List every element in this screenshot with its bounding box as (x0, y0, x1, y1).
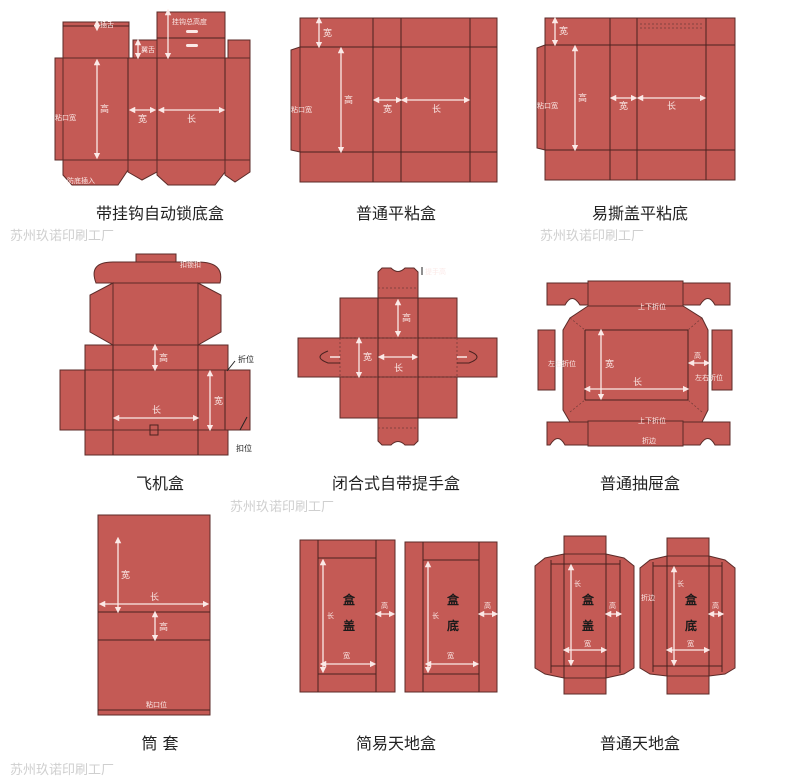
label-glue: 粘口位 (146, 700, 167, 709)
caption-hanger-auto-lock-box: 带挂钩自动锁底盒 (96, 204, 224, 223)
label-glue: 粘口宽 (537, 101, 558, 110)
base-label-height: 高 (712, 601, 719, 610)
lid-label-width: 宽 (584, 639, 591, 648)
label-height: 高 (344, 94, 353, 106)
caption-handle-box: 闭合式自带提手盒 (332, 474, 460, 493)
label-length: 长 (633, 376, 642, 388)
diagram-sleeve: 宽 长 高 粘口位 (97, 514, 211, 716)
label-bottom-insert: 防底插入 (67, 176, 95, 185)
label-buckle: 扣位 (236, 443, 252, 453)
label-handle-height: 提手高 (425, 267, 446, 276)
label-height: 高 (159, 621, 168, 633)
base-title-2: 底 (447, 618, 459, 633)
watermark-layer: 苏州玖诺印刷工厂 苏州玖诺印刷工厂 苏州玖诺印刷工厂 苏州玖诺印刷工厂 (10, 228, 644, 778)
label-length: 长 (667, 100, 676, 112)
watermark: 苏州玖诺印刷工厂 (230, 499, 334, 515)
caption-standard-lid-base-box: 普通天地盒 (600, 734, 680, 753)
lid-label-height: 高 (609, 601, 616, 610)
label-width: 宽 (619, 100, 628, 112)
label-length: 长 (432, 103, 441, 115)
diagram-drawer-box: 上下折位 左右折位 左右折位 宽 长 高 上下折位 折边 (537, 280, 733, 447)
label-width: 宽 (138, 113, 147, 125)
watermark: 苏州玖诺印刷工厂 (10, 762, 114, 778)
label-fold-bottom: 上下折位 (638, 416, 666, 425)
lid-label-height: 高 (381, 601, 388, 610)
caption-standard-glued-box: 普通平粘盒 (356, 204, 436, 223)
base-title-2: 底 (685, 618, 697, 633)
caption-sleeve: 筒 套 (141, 734, 178, 753)
lid-title-2: 盖 (343, 618, 355, 633)
diagram-handle-box: 提手高 高 宽 长 (297, 267, 498, 446)
caption-mailer-box: 飞机盒 (136, 474, 184, 493)
label-width: 宽 (383, 103, 392, 115)
diagram-mailer-box: 扣锁扣 高 宽 长 折位 扣位 (59, 253, 254, 456)
label-height: 高 (694, 351, 701, 360)
label-height: 高 (100, 103, 109, 115)
base-title-1: 盒 (446, 592, 460, 607)
label-width: 宽 (363, 351, 372, 363)
label-wing: 翼舌 (141, 45, 155, 54)
label-length: 长 (187, 113, 196, 125)
watermark: 苏州玖诺印刷工厂 (540, 228, 644, 244)
label-fold: 折位 (238, 354, 254, 364)
lid-label-length: 长 (327, 611, 334, 620)
label-height: 高 (159, 352, 168, 364)
label-tuck: 插舌 (100, 20, 114, 29)
label-width-top: 宽 (323, 27, 332, 39)
label-height: 高 (578, 92, 587, 104)
label-hem: 折边 (642, 436, 656, 445)
label-glue: 粘口宽 (291, 105, 312, 114)
diagram-simple-lid-base-box: 盒 盖 长 宽 高 盒 底 长 宽 高 (299, 539, 499, 693)
label-length: 长 (394, 362, 403, 374)
caption-drawer-box: 普通抽屉盒 (600, 474, 680, 493)
base-title-1: 盒 (684, 592, 698, 607)
caption-simple-lid-base-box: 简易天地盒 (356, 734, 436, 753)
label-width: 宽 (605, 358, 614, 370)
caption-tear-strip-glued-box: 易撕盖平粘底 (592, 204, 688, 223)
label-width: 宽 (121, 569, 130, 581)
label-glue: 粘口宽 (55, 113, 76, 122)
base-label-width: 宽 (447, 651, 454, 660)
diagram-standard-glued-box: 宽 高 宽 长 粘口宽 (290, 16, 498, 183)
label-fold-top: 上下折位 (638, 302, 666, 311)
label-lock: 扣锁扣 (180, 260, 201, 269)
label-length: 长 (152, 404, 161, 416)
lid-label-width: 宽 (343, 651, 350, 660)
label-hanger-height: 挂钩总高度 (172, 17, 207, 26)
diagram-hanger-auto-lock-box: 插舌 翼舌 挂钩总高度 高 宽 长 粘口宽 防底插入 (54, 8, 251, 186)
watermark: 苏州玖诺印刷工厂 (10, 228, 114, 244)
lid-title-1: 盒 (342, 592, 356, 607)
base-label-length: 长 (432, 611, 439, 620)
label-fold-right: 左右折位 (695, 373, 723, 382)
label-width-top: 宽 (559, 25, 568, 37)
base-label-fold: 折边 (641, 593, 655, 602)
base-label-length: 长 (677, 579, 684, 588)
lid-label-length: 长 (574, 579, 581, 588)
lid-title-2: 盖 (582, 618, 594, 633)
label-width: 宽 (214, 395, 223, 407)
label-fold-left: 左右折位 (548, 359, 576, 368)
lid-title-1: 盒 (581, 592, 595, 607)
base-label-width: 宽 (687, 639, 694, 648)
base-label-height: 高 (484, 601, 491, 610)
label-height: 高 (402, 312, 411, 324)
diagram-standard-lid-base-box: 盒 盖 长 宽 高 盒 底 长 宽 高 折边 (534, 535, 736, 695)
label-length: 长 (150, 591, 159, 603)
diagram-tear-strip-glued-box: 宽 高 宽 长 粘口宽 (536, 16, 736, 181)
